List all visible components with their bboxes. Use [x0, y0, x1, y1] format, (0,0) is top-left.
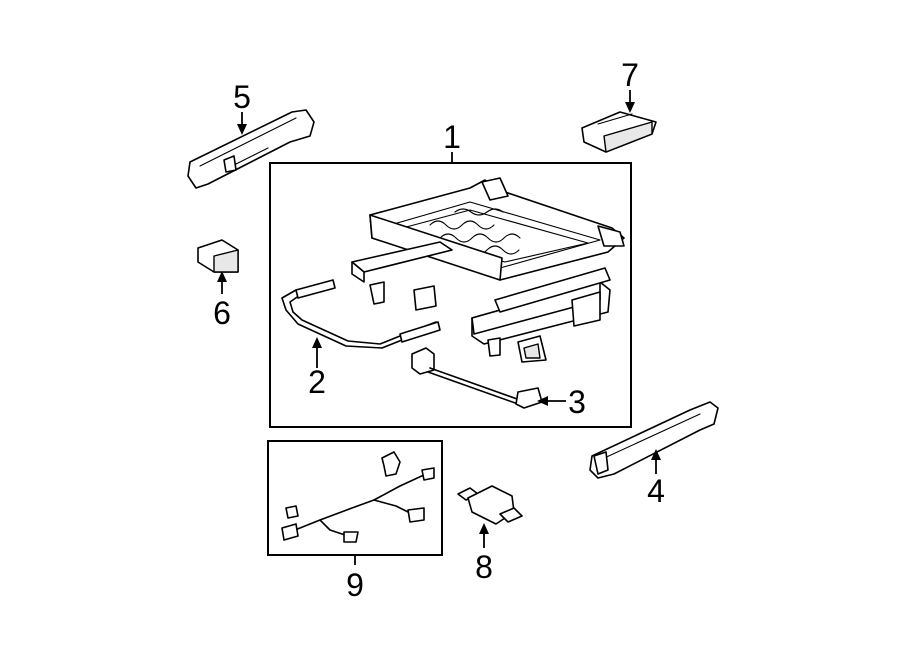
callout-4: 4 — [647, 473, 665, 509]
callout-3: 3 — [568, 384, 586, 420]
arrowhead-5 — [237, 124, 247, 135]
arrowhead-8 — [479, 523, 489, 534]
arrowhead-6 — [217, 271, 227, 282]
callout-7: 7 — [621, 57, 639, 93]
seat-frame-part-1 — [351, 177, 625, 363]
harness-part-9 — [281, 451, 435, 543]
arrowhead-2 — [312, 337, 322, 348]
track-cover-part-5 — [187, 109, 315, 189]
callout-2: 2 — [308, 364, 326, 400]
arrowhead-3 — [537, 396, 548, 406]
callout-1: 1 — [443, 119, 461, 155]
arrowhead-4 — [651, 449, 661, 460]
cable-part-2 — [281, 279, 441, 349]
clip-part-6 — [197, 239, 239, 273]
sensor-part-8 — [457, 485, 523, 525]
track-cover-part-4 — [589, 401, 719, 479]
assembly-box-1 — [269, 162, 632, 428]
callout-9: 9 — [346, 567, 364, 603]
callout-6: 6 — [213, 295, 231, 331]
callout-8: 8 — [475, 549, 493, 585]
arrowhead-7 — [625, 102, 635, 113]
callout-5: 5 — [233, 79, 251, 115]
cable-part-3 — [411, 347, 543, 409]
end-cap-part-7 — [581, 111, 657, 153]
